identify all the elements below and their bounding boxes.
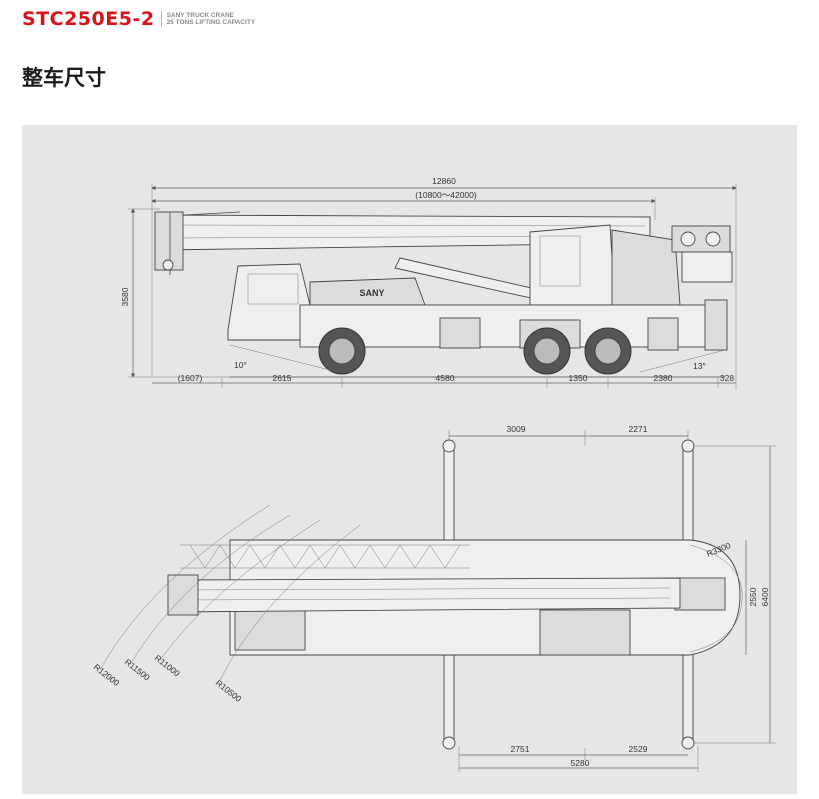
outrigger-front-label: 3009 [507,424,526,434]
bottom-2751-label: 2751 [511,744,530,754]
subtitle-line-2: 25 TONS LIFTING CAPACITY [166,19,256,26]
dim-1350-label: 1350 [569,373,588,383]
rear-outrigger-box [704,299,728,351]
rear-wheel-1 [523,327,571,375]
dim-2380-label: 2380 [654,373,673,383]
counterweight-top [674,577,726,611]
departure-angle-label: 13° [693,361,706,371]
width-6400-label: 6400 [760,587,770,606]
truck-cab-top [234,604,306,651]
bottom-5280-label: 5280 [571,758,590,768]
front-wheel [318,327,366,375]
approach-angle-label: 10° [234,360,247,370]
operator-cab [529,224,616,306]
boom-range-label: (10800～42000) [415,190,477,200]
document-header: STC250E5-2 SANY TRUCK CRANE 25 TONS LIFT… [22,8,255,30]
turntable [611,229,681,306]
radius-arc-10500 [219,524,361,681]
radius-10500-label: R10500 [214,678,244,704]
dimension-drawing: 12860 (10800～42000) 3580 SANY [92,176,776,772]
bottom-2529-label: 2529 [629,744,648,754]
model-subtitle: SANY TRUCK CRANE 25 TONS LIFTING CAPACIT… [167,12,256,27]
side-view: 12860 (10800～42000) 3580 SANY [120,176,737,390]
dim-328-label: 328 [720,373,734,383]
radius-12000-label: R12000 [92,662,122,688]
dimension-drawing-panel: 12860 (10800～42000) 3580 SANY [22,125,797,794]
subtitle-line-1: SANY TRUCK CRANE [166,11,234,19]
brand-mark: SANY [359,288,384,298]
boom-top [169,577,681,613]
overall-length-label: 12860 [432,176,456,186]
rear-wheel-2 [584,327,632,375]
header-divider [160,11,162,27]
section-title: 整车尺寸 [22,66,106,90]
jib-lattice [180,544,470,569]
radius-11500-label: R11500 [123,657,152,683]
front-overhang-label: (1607) [178,373,203,383]
truck-cab [227,263,311,341]
cab-top [539,609,631,656]
radius-arc-12000 [99,504,271,671]
radius-arc-11500 [129,514,291,666]
height-label: 3580 [120,287,130,306]
radius-11000-label: R11000 [153,653,182,679]
top-view: 3009 2271 R3300 R12000 R11500 R [92,424,776,772]
model-name: STC250E5-2 [22,8,155,30]
dim-2615-label: 2615 [273,373,292,383]
width-2550-label: 2550 [748,587,758,606]
radius-arc-11000 [159,519,321,661]
outrigger-rear-label: 2271 [629,424,648,434]
dim-4580-label: 4580 [436,373,455,383]
